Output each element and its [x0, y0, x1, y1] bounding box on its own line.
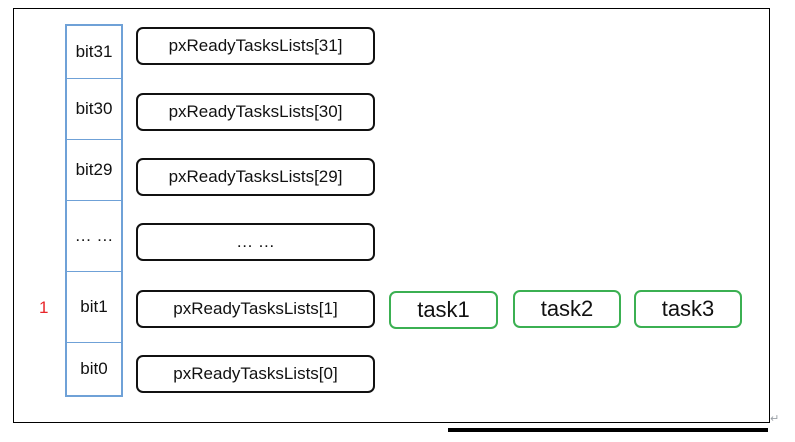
bit-divider [67, 342, 121, 343]
priority-bitmap-column: bit31 bit30 bit29 … … bit1 bit0 [65, 24, 123, 397]
bit-cell-29: bit29 [75, 160, 113, 179]
ready-list-30: pxReadyTasksLists[30] [136, 93, 375, 131]
ready-list-0: pxReadyTasksLists[0] [136, 355, 375, 393]
ready-list-1: pxReadyTasksLists[1] [136, 290, 375, 328]
bit-divider [67, 271, 121, 272]
bit-divider [67, 200, 121, 201]
bit-cell-30: bit30 [75, 99, 113, 118]
ready-list-ellipsis: … … [136, 223, 375, 261]
bottom-rule [448, 428, 768, 432]
bit1-set-flag: 1 [39, 298, 49, 317]
bit-cell-0: bit0 [80, 359, 108, 378]
return-mark-icon: ↵ [770, 412, 780, 425]
ready-list-31: pxReadyTasksLists[31] [136, 27, 375, 65]
bit-divider [67, 139, 121, 140]
diagram-frame [13, 8, 770, 423]
bit-divider [67, 78, 121, 79]
ready-list-29: pxReadyTasksLists[29] [136, 158, 375, 196]
bit-cell-1: bit1 [80, 297, 108, 316]
task-node-1: task1 [389, 291, 498, 329]
bit-cell-ellipsis: … … [74, 226, 114, 245]
bit-cell-31: bit31 [75, 42, 113, 61]
task-node-2: task2 [513, 290, 621, 328]
task-node-3: task3 [634, 290, 742, 328]
